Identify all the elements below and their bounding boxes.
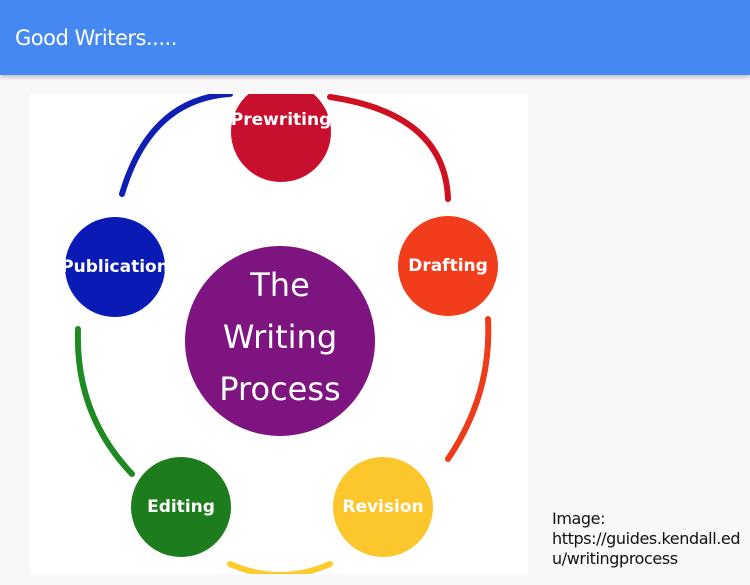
caption-label: Image: (552, 509, 606, 528)
ring-arc-editing-publication (74, 326, 135, 477)
node-publication (65, 217, 165, 317)
app-title: Good Writers..... (15, 26, 177, 50)
diagram-canvas: The Writing Process Prewriting Drafting … (61, 94, 498, 574)
ring-arc-drafting-revision (445, 316, 492, 462)
center-label-line-1: The (249, 266, 310, 304)
node-label-drafting: Drafting (408, 256, 488, 276)
node-revision (333, 457, 433, 557)
app-bar: Good Writers..... (0, 0, 750, 75)
ring-arc-publication-prewriting (119, 94, 233, 197)
center-label-line-2: Writing (223, 318, 337, 356)
ring-arc-revision-editing (227, 561, 333, 574)
ring-arc-prewriting-drafting (327, 94, 451, 202)
node-label-revision: Revision (342, 497, 423, 517)
caption-url: https://guides.kendall.edu/writingproces… (552, 529, 741, 568)
center-label-line-3: Process (219, 370, 340, 408)
node-label-editing: Editing (147, 497, 215, 517)
node-editing (131, 457, 231, 557)
node-label-prewriting: Prewriting (231, 110, 332, 130)
node-label-publication: Publication (61, 257, 169, 277)
node-drafting (398, 216, 498, 316)
node-prewriting (231, 94, 331, 182)
center-circle (185, 246, 375, 436)
writing-process-diagram: The Writing Process Prewriting Drafting … (30, 94, 528, 574)
image-caption: Image: https://guides.kendall.edu/writin… (552, 509, 742, 569)
